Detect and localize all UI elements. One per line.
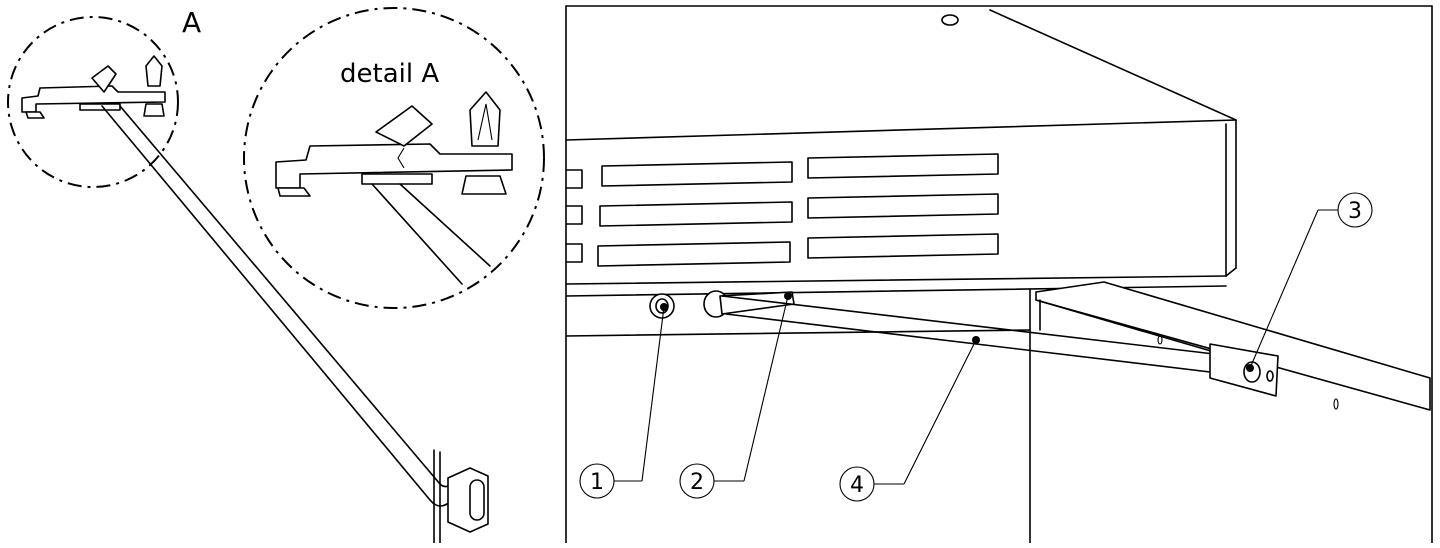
- callout-2-label: 2: [690, 470, 704, 495]
- detail-title: detail A: [340, 59, 439, 89]
- callout-1-label: 1: [590, 470, 604, 495]
- callout-4-label: 4: [850, 473, 864, 498]
- callout-4: 4: [839, 336, 980, 502]
- bracket-small: [21, 55, 166, 119]
- vent-slots: [565, 153, 999, 267]
- cabinet-body: [565, 9, 1237, 544]
- left-rod-view: A detail A: [7, 6, 545, 544]
- stay-rod: [721, 295, 1215, 373]
- appliance-view: 1 2 3 4: [565, 5, 1433, 544]
- detail-circle-small: [7, 16, 179, 188]
- callout-2: 2: [679, 292, 792, 499]
- callout-3: 3: [1246, 192, 1373, 372]
- lower-bracket: [433, 449, 489, 544]
- callout-3-label: 3: [1348, 199, 1362, 224]
- callout-1: 1: [579, 303, 668, 499]
- detail-circle-large: [243, 7, 545, 309]
- bracket-detail: [275, 91, 513, 285]
- detail-marker-label: A: [182, 6, 201, 39]
- side-rail: [1035, 281, 1431, 411]
